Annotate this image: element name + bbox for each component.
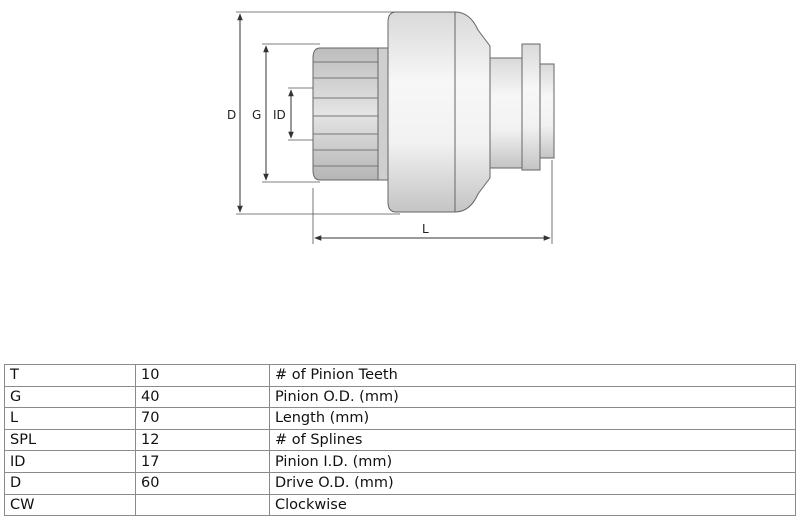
table-row: D 60 Drive O.D. (mm) <box>4 471 796 495</box>
cell-value <box>135 493 270 517</box>
cell-code: G <box>4 385 136 409</box>
cell-code: L <box>4 407 136 430</box>
cell-code: SPL <box>4 428 136 452</box>
cell-code: ID <box>4 450 136 473</box>
spec-table: T 10 # of Pinion Teeth G 40 Pinion O.D. … <box>4 364 796 517</box>
table-row: L 70 Length (mm) <box>4 407 796 430</box>
cell-value: 40 <box>135 385 270 409</box>
drive-sleeve <box>489 43 555 171</box>
cell-value: 12 <box>135 428 270 452</box>
table-row: G 40 Pinion O.D. (mm) <box>4 385 796 409</box>
table-row: T 10 # of Pinion Teeth <box>4 364 796 387</box>
clutch-housing <box>387 11 491 213</box>
dimension-label-d: D <box>227 108 236 122</box>
cell-value: 10 <box>135 364 270 387</box>
dimension-label-l: L <box>422 222 429 236</box>
cell-description: Drive O.D. (mm) <box>269 471 796 495</box>
extension-lines <box>236 11 553 244</box>
table-row: SPL 12 # of Splines <box>4 428 796 452</box>
cell-description: # of Splines <box>269 428 796 452</box>
cell-description: Pinion I.D. (mm) <box>269 450 796 473</box>
cell-value: 70 <box>135 407 270 430</box>
cell-description: Clockwise <box>269 493 796 517</box>
cell-code: CW <box>4 493 136 517</box>
cell-description: # of Pinion Teeth <box>269 364 796 387</box>
cell-value: 60 <box>135 471 270 495</box>
cell-code: D <box>4 471 136 495</box>
table-row: CW Clockwise <box>4 493 796 517</box>
pinion-gear <box>312 47 389 181</box>
cell-value: 17 <box>135 450 270 473</box>
cell-description: Pinion O.D. (mm) <box>269 385 796 409</box>
cell-description: Length (mm) <box>269 407 796 430</box>
starter-drive-drawing: D G ID L <box>227 11 555 244</box>
dimension-lines <box>237 13 551 241</box>
dimension-label-id: ID <box>273 108 286 122</box>
dimension-label-g: G <box>252 108 261 122</box>
table-row: ID 17 Pinion I.D. (mm) <box>4 450 796 473</box>
cell-code: T <box>4 364 136 387</box>
